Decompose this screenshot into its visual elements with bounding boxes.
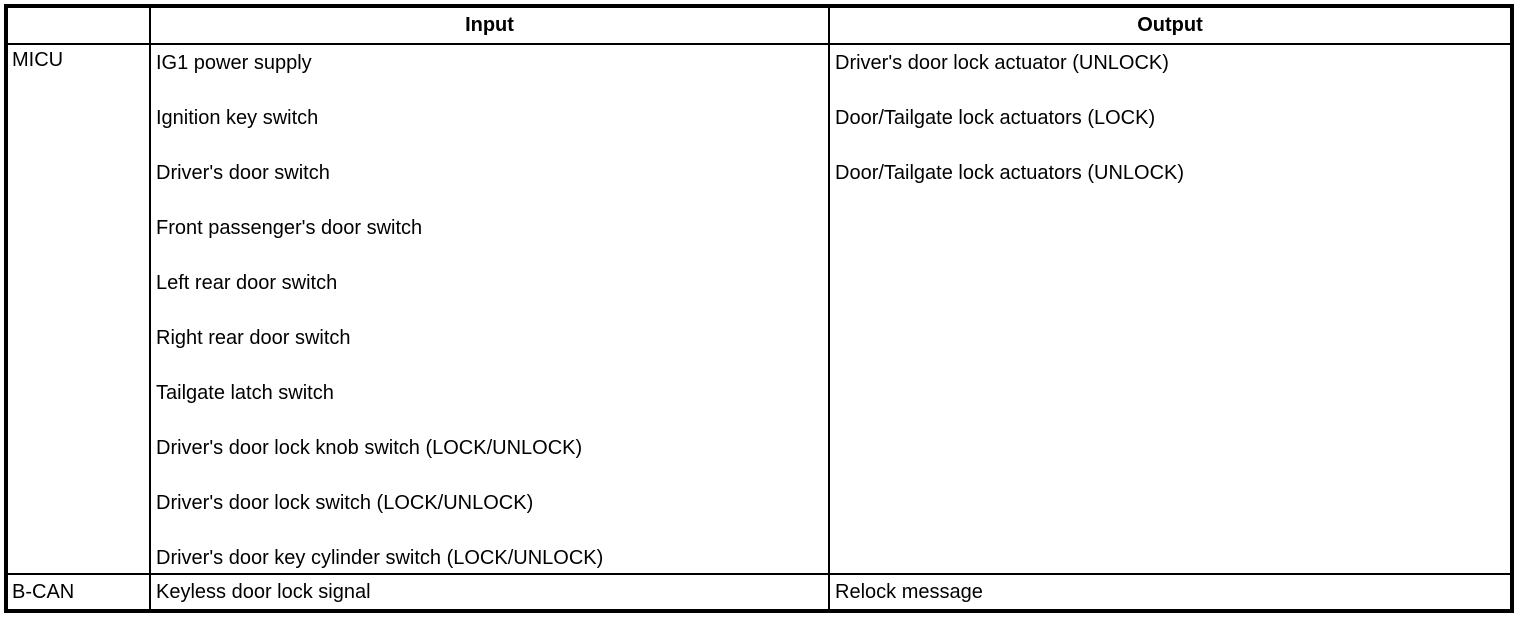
output-item: Door/Tailgate lock actuators (LOCK) (835, 107, 1156, 129)
output-cell: Relock message (828, 573, 1513, 612)
input-item: Front passenger's door switch (156, 217, 423, 239)
output-item: Relock message (835, 581, 983, 603)
input-item: Ignition key switch (156, 107, 319, 129)
source-cell: MICU (5, 43, 151, 575)
header-source-cell (5, 5, 151, 45)
input-item: Right rear door switch (156, 327, 351, 349)
output-item: Door/Tailgate lock actuators (UNLOCK) (835, 162, 1185, 184)
table-row-micu: MICU IG1 power supply Ignition key switc… (5, 43, 1513, 575)
output-item: Driver's door lock actuator (UNLOCK) (835, 52, 1169, 74)
source-cell: B-CAN (5, 573, 151, 612)
input-item: Tailgate latch switch (156, 382, 334, 404)
header-row: Input Output (5, 5, 1513, 45)
output-cell: Driver's door lock actuator (UNLOCK) Doo… (828, 43, 1513, 575)
input-cell: IG1 power supply Ignition key switch Dri… (149, 43, 830, 575)
input-item: Driver's door lock switch (LOCK/UNLOCK) (156, 492, 534, 514)
input-item: Driver's door lock knob switch (LOCK/UNL… (156, 437, 583, 459)
input-output-table: Input Output MICU IG1 power supply Ignit… (4, 4, 1514, 613)
input-item: Driver's door switch (156, 162, 330, 184)
input-cell: Keyless door lock signal (149, 573, 830, 612)
table-row-bcan: B-CAN Keyless door lock signal Relock me… (5, 573, 1513, 612)
header-output-cell: Output (828, 5, 1513, 45)
header-input-cell: Input (149, 5, 830, 45)
input-item: Keyless door lock signal (156, 581, 371, 603)
input-item: Left rear door switch (156, 272, 338, 294)
input-item: Driver's door key cylinder switch (LOCK/… (156, 547, 604, 569)
input-item: IG1 power supply (156, 52, 312, 74)
